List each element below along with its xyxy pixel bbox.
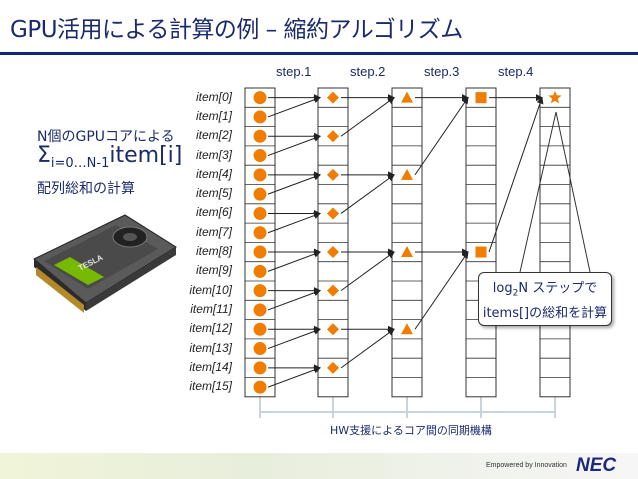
reduction-arrow <box>268 329 320 348</box>
reduction-arrow <box>268 175 320 194</box>
reduction-arrow <box>268 213 320 232</box>
circle-marker <box>254 130 267 143</box>
reduction-arrow <box>268 98 320 117</box>
square-marker <box>476 92 487 103</box>
callout-log: log <box>493 281 513 296</box>
hw-sync-label: HW支援によるコア間の同期機構 <box>330 422 492 438</box>
circle-marker <box>254 284 267 297</box>
circle-marker <box>254 207 267 220</box>
nec-logo: NEC <box>576 455 616 477</box>
square-marker <box>476 247 487 258</box>
reduction-arrow <box>341 252 394 291</box>
reduction-arrow <box>268 136 320 155</box>
circle-marker <box>254 246 267 259</box>
circle-marker <box>254 265 267 278</box>
circle-marker <box>254 91 267 104</box>
circle-marker <box>254 188 267 201</box>
reduction-arrow <box>341 175 394 214</box>
callout-box: log2N ステップで items[]の総和を計算 <box>478 272 612 326</box>
circle-marker <box>254 361 267 374</box>
circle-marker <box>254 168 267 181</box>
callout-steps: N ステップで <box>518 281 597 296</box>
footer-tagline: Empowered by Innovation <box>486 462 567 469</box>
callout-line-2: items[]の総和を計算 <box>483 306 607 321</box>
circle-marker <box>254 149 267 162</box>
circle-marker <box>254 381 267 394</box>
circle-marker <box>254 323 267 336</box>
reduction-arrow <box>268 252 320 271</box>
circle-marker <box>254 303 267 316</box>
reduction-arrow <box>341 98 394 137</box>
reduction-arrow <box>415 98 468 175</box>
reduction-arrow <box>489 98 542 252</box>
reduction-arrow <box>268 291 320 310</box>
reduction-arrow <box>415 252 468 329</box>
reduction-arrow <box>341 329 394 368</box>
circle-marker <box>254 110 267 123</box>
circle-marker <box>254 342 267 355</box>
reduction-arrow <box>268 368 320 387</box>
circle-marker <box>254 226 267 239</box>
